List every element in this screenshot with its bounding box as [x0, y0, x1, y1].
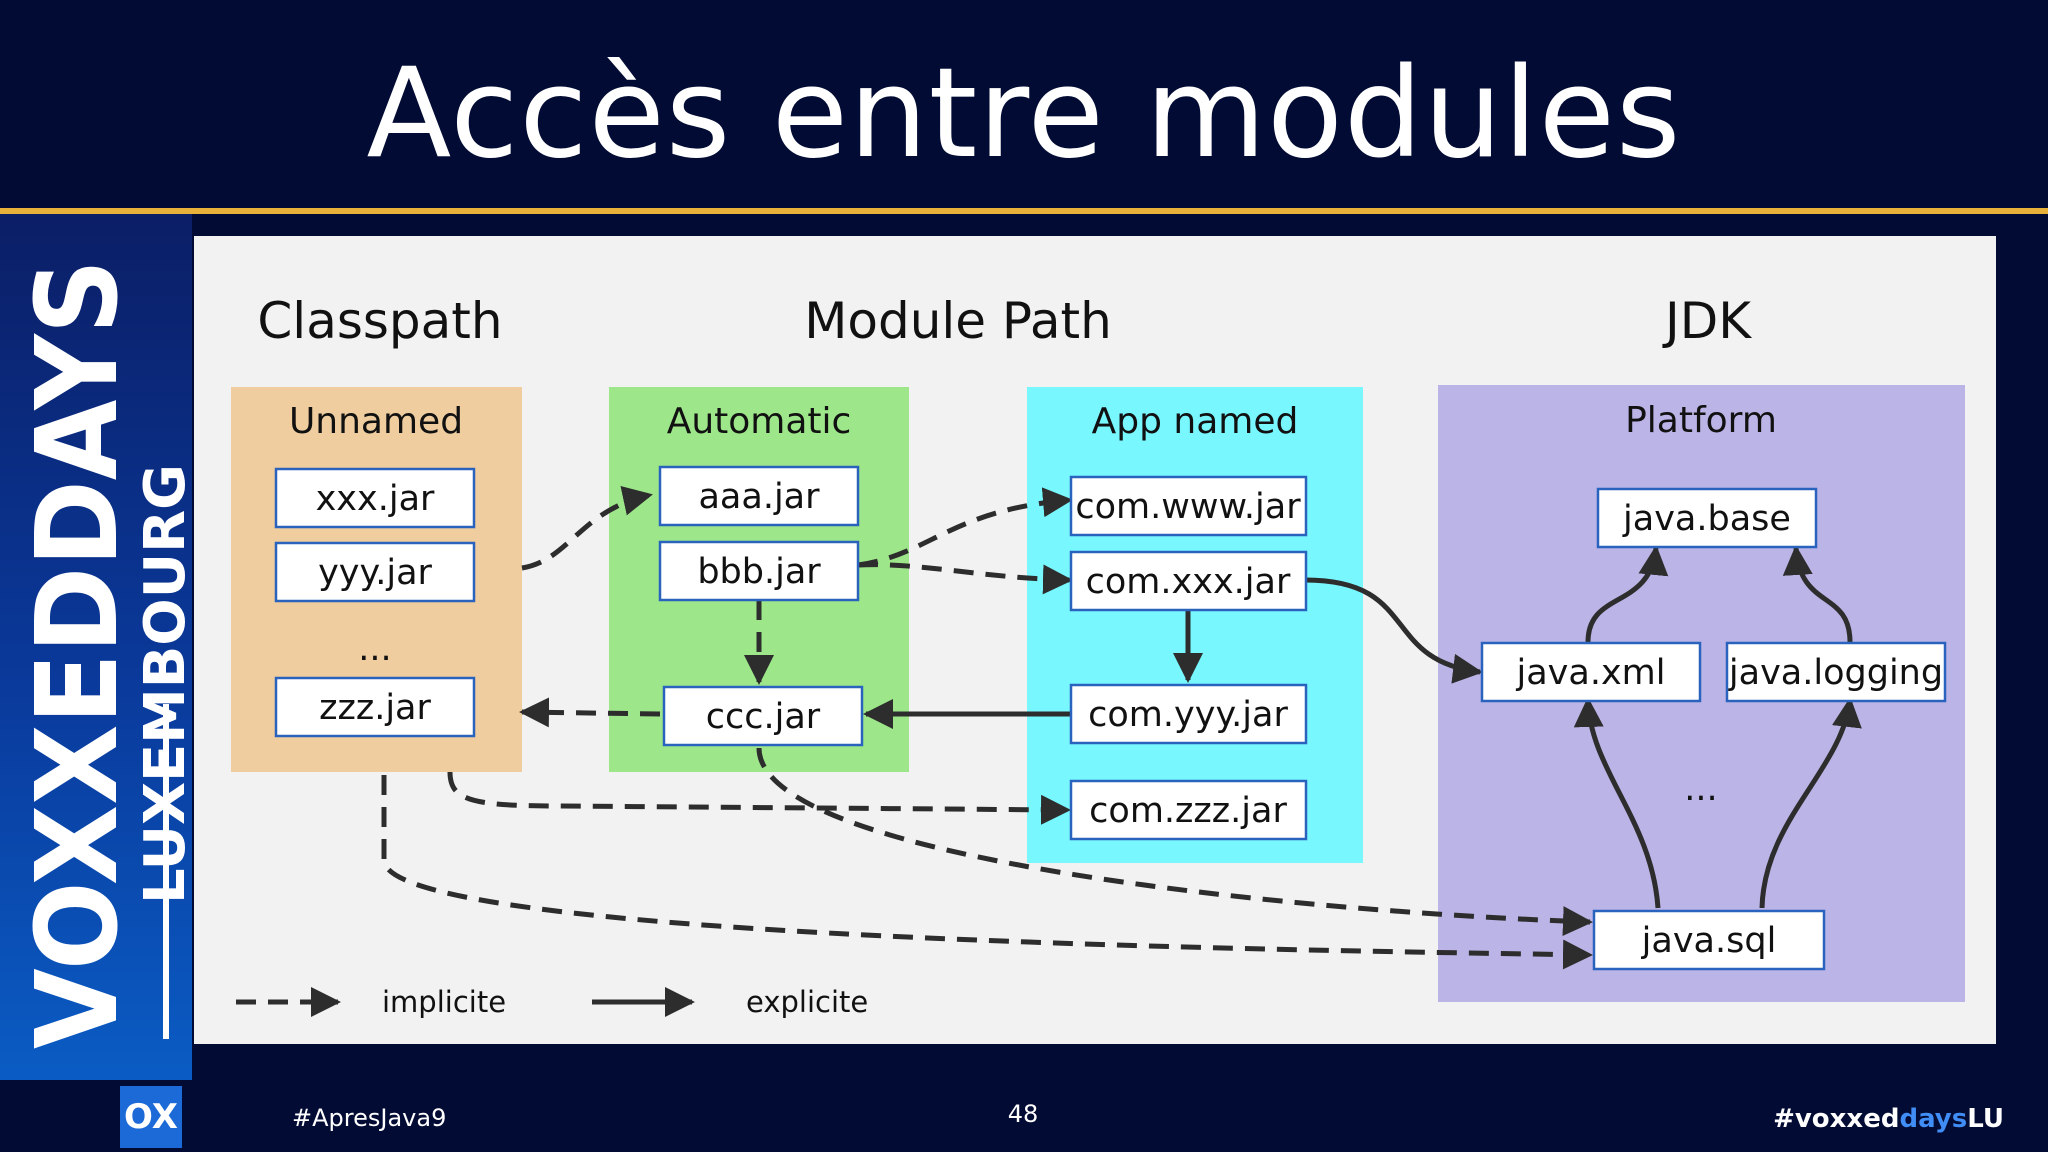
side-brand-band	[0, 214, 192, 1080]
jdk-header: JDK	[1662, 292, 1752, 350]
unnamed-ellipsis: ...	[358, 629, 391, 669]
module-label-xxx: xxx.jar	[316, 479, 435, 519]
edge-unnamed-to-aaa	[521, 486, 653, 571]
module-label-com-zzz: com.zzz.jar	[1089, 791, 1287, 831]
voxxeddays-logo: VOXXEDDAYS LUXEMBOURG	[0, 214, 192, 1080]
module-label-zzz: zzz.jar	[319, 688, 431, 728]
module-label-yyy: yyy.jar	[318, 553, 432, 593]
automatic-label: Automatic	[667, 401, 852, 442]
module-label-java-logging: java.logging	[1728, 653, 1943, 693]
app-named-label: App named	[1092, 401, 1299, 442]
platform-label: Platform	[1625, 400, 1777, 441]
slide-title: Accès entre modules	[366, 42, 1682, 186]
footer-hashtag-right: #voxxeddaysLU	[1773, 1104, 2004, 1134]
footer-ox-logo: OX	[120, 1086, 182, 1148]
footer-hashtag-left: #ApresJava9	[292, 1104, 447, 1132]
module-label-java-base: java.base	[1622, 499, 1791, 539]
edge-ccc-to-zzz	[519, 697, 661, 728]
module-path-header: Module Path	[804, 292, 1112, 350]
module-label-com-xxx: com.xxx.jar	[1086, 562, 1291, 602]
edge-java-sql-to-java-logging	[1759, 697, 1862, 909]
module-label-java-xml: java.xml	[1516, 653, 1666, 693]
module-box-java-xml	[1480, 641, 1702, 703]
module-box-yyy	[274, 541, 476, 603]
module-box-com-www	[1069, 475, 1308, 537]
edge-unnamed-to-java-sql	[381, 775, 1593, 970]
module-box-com-yyy	[1069, 683, 1308, 745]
module-label-com-www: com.www.jar	[1075, 487, 1301, 527]
module-box-com-zzz	[1069, 779, 1308, 841]
legend-explicit-label: explicite	[746, 985, 868, 1019]
module-box-java-sql	[1592, 909, 1826, 971]
module-label-bbb: bbb.jar	[697, 552, 821, 592]
edge-com-xxx-to-java-xml	[1304, 577, 1483, 684]
module-box-aaa	[658, 465, 860, 527]
module-box-ccc	[662, 685, 864, 747]
classpath-header: Classpath	[257, 292, 502, 350]
module-label-ccc: ccc.jar	[706, 697, 821, 737]
unnamed-label: Unnamed	[289, 401, 463, 442]
platform-ellipsis: ...	[1684, 769, 1717, 809]
edge-java-sql-to-java-xml	[1573, 697, 1661, 909]
hashtag-right-prefix: #voxxed	[1773, 1104, 1900, 1134]
module-box-bbb	[658, 540, 860, 602]
module-box-com-xxx	[1069, 550, 1308, 612]
module-box-zzz	[274, 676, 476, 738]
module-label-aaa: aaa.jar	[698, 477, 820, 517]
legend-implicit-label: implicite	[382, 985, 506, 1019]
hashtag-right-suffix: LU	[1967, 1104, 2004, 1134]
edge-unnamed-to-com-zzz	[447, 771, 1071, 825]
title-divider	[0, 208, 2048, 214]
module-box-xxx	[274, 467, 476, 529]
brand-main-text: VOXXEDDAYS	[13, 259, 143, 1049]
module-label-com-yyy: com.yyy.jar	[1088, 695, 1288, 735]
module-box-java-base	[1596, 487, 1818, 549]
page-number: 48	[1007, 1100, 1039, 1128]
footer-bar	[0, 1080, 2048, 1152]
edge-java-logging-to-java-base	[1782, 545, 1853, 643]
brand-divider-bar	[163, 704, 169, 1039]
module-label-java-sql: java.sql	[1641, 921, 1777, 961]
brand-sub-text: LUXEMBOURG	[133, 464, 192, 904]
edge-java-xml-to-java-base	[1585, 545, 1669, 643]
hashtag-right-accent: days	[1899, 1104, 1968, 1134]
module-box-java-logging	[1725, 641, 1947, 703]
